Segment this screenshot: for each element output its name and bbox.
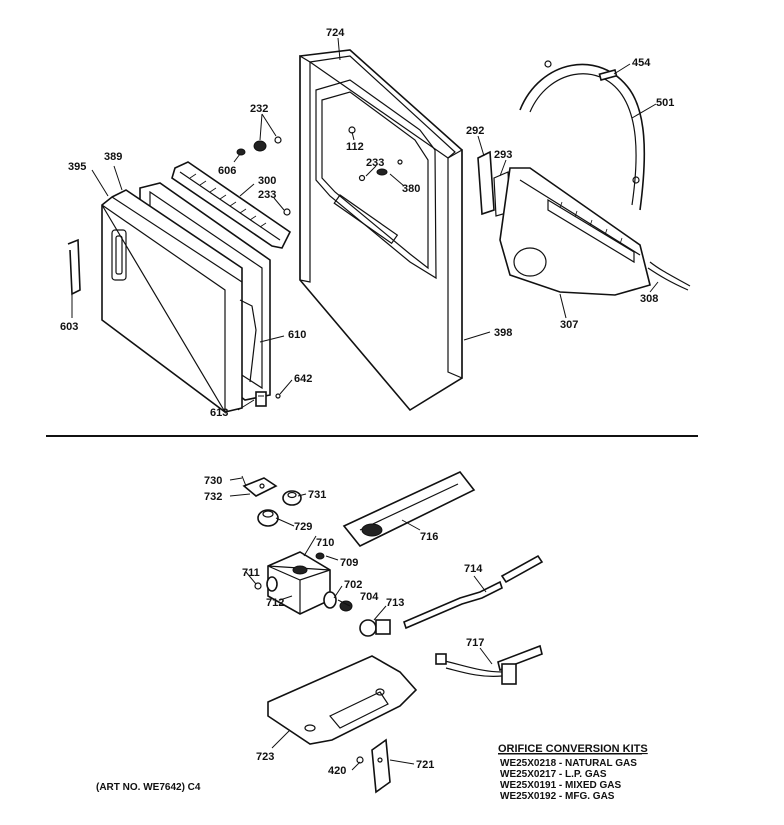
label-232: 232: [250, 103, 268, 115]
label-603: 603: [60, 321, 78, 333]
label-702: 702: [344, 579, 362, 591]
door-window-frame-300: [171, 161, 292, 249]
fittings: [254, 552, 391, 637]
label-454: 454: [632, 57, 651, 69]
label-712: 712: [266, 597, 284, 609]
label-642: 642: [294, 373, 312, 385]
kit-row: WE25X0192 - MFG. GAS: [500, 791, 615, 802]
top-leader-lines: [71, 37, 659, 411]
label-380: 380: [402, 183, 420, 195]
label-729: 729: [294, 521, 312, 533]
art-number: (ART NO. WE7642) C4: [96, 782, 201, 793]
label-398: 398: [494, 327, 512, 339]
kit-row: WE25X0217 - L.P. GAS: [500, 769, 607, 780]
label-724: 724: [326, 27, 345, 39]
door-handle-603: [67, 238, 81, 296]
label-731: 731: [308, 489, 326, 501]
kits-title: ORIFICE CONVERSION KITS: [498, 743, 648, 755]
bracket-721: [356, 738, 391, 794]
mounting-plate-723: [267, 655, 418, 745]
label-606: 606: [218, 165, 236, 177]
label-723: 723: [256, 751, 274, 763]
label-292: 292: [466, 125, 484, 137]
label-732: 732: [204, 491, 222, 503]
label-721: 721: [416, 759, 434, 771]
label-233-panel: 233: [366, 157, 384, 169]
label-308: 308: [640, 293, 658, 305]
bottom-leader-lines: [229, 477, 493, 771]
burner-tube-716: [342, 471, 476, 548]
label-710: 710: [316, 537, 334, 549]
label-714: 714: [464, 563, 483, 575]
label-704: 704: [360, 591, 379, 603]
front-panel-398: [299, 49, 463, 412]
label-300: 300: [258, 175, 276, 187]
seal-308: [647, 261, 691, 291]
label-307: 307: [560, 319, 578, 331]
label-112: 112: [346, 141, 364, 153]
label-730: 730: [204, 475, 222, 487]
hinge-232: [236, 136, 291, 216]
coil-bracket-732: [241, 475, 278, 497]
label-233-door: 233: [258, 189, 276, 201]
gas-tube-714: [403, 554, 544, 630]
label-395: 395: [68, 161, 86, 173]
door-latch-613: [255, 391, 281, 407]
label-713: 713: [386, 597, 404, 609]
label-709: 709: [340, 557, 358, 569]
front-bulkhead-307: [499, 167, 651, 296]
label-293: 293: [494, 149, 512, 161]
label-716: 716: [420, 531, 438, 543]
door-assembly: [101, 182, 271, 415]
label-717: 717: [466, 637, 484, 649]
valve-coil-729: [257, 509, 279, 527]
valve-coil-731: [282, 490, 302, 506]
bulkhead-ring-501: [519, 60, 646, 211]
orifice-kits-table: ORIFICE CONVERSION KITS WE25X0218 - NATU…: [498, 743, 648, 802]
label-389: 389: [104, 151, 122, 163]
label-610: 610: [288, 329, 306, 341]
label-501: 501: [656, 97, 674, 109]
kit-row: WE25X0191 - MIXED GAS: [500, 780, 621, 791]
kit-row: WE25X0218 - NATURAL GAS: [500, 758, 637, 769]
label-613: 613: [210, 407, 228, 419]
label-420: 420: [328, 765, 346, 777]
igniter-717: [435, 644, 543, 685]
label-711: 711: [242, 567, 260, 579]
